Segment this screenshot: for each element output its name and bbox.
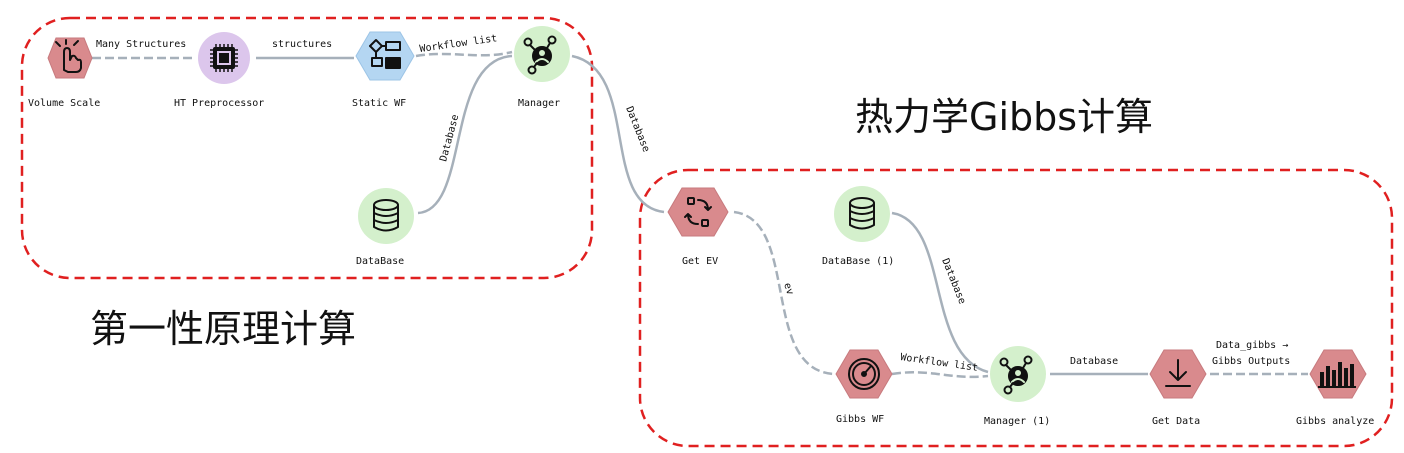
edge-label-database-bottom: Database (1070, 356, 1118, 367)
node-manager[interactable]: Manager (514, 26, 570, 109)
database-icon (849, 197, 875, 230)
edge-database-to-manager[interactable] (417, 54, 513, 215)
node-get-ev[interactable]: Get EV (667, 187, 729, 267)
node-label: Manager (518, 98, 560, 109)
node-label: Gibbs WF (836, 414, 884, 425)
edge-label-ev: ev (781, 282, 795, 297)
edge-label-workflow-list-top: Workflow list (419, 33, 498, 55)
node-manager-1[interactable]: Manager (1) (984, 346, 1050, 427)
edge-gibbswf-to-manager1[interactable] (891, 371, 989, 379)
node-label: Get EV (682, 256, 718, 267)
download-icon (1165, 359, 1191, 387)
node-gibbs-wf[interactable]: Gibbs WF (835, 349, 893, 425)
hand-pointer-icon (55, 39, 82, 73)
node-get-data[interactable]: Get Data (1149, 349, 1207, 427)
bar-chart-icon (1318, 362, 1356, 388)
cpu-chip-icon (210, 44, 238, 72)
edge-manager-to-getev[interactable] (571, 54, 665, 214)
node-label: DataBase (356, 256, 404, 267)
edge-label-database-right: Database (623, 105, 651, 154)
edge-static-to-manager[interactable] (415, 50, 513, 58)
node-label: Gibbs analyze (1296, 416, 1374, 427)
node-database-1[interactable]: DataBase (1) (822, 186, 894, 267)
node-volume-scale[interactable]: Volume Scale (28, 37, 100, 109)
group-box-gibbs (638, 168, 1394, 448)
edge-label-structures: structures (272, 39, 332, 50)
user-network-icon (523, 35, 557, 75)
refresh-icon (684, 197, 712, 227)
edge-database1-to-manager1[interactable] (891, 211, 989, 374)
edges (92, 50, 1308, 379)
node-label: HT Preprocessor (174, 98, 264, 109)
node-label: Get Data (1152, 416, 1200, 427)
node-gibbs-analyze[interactable]: Gibbs analyze (1296, 349, 1374, 427)
flowchart-icon (369, 39, 401, 69)
edge-label-gibbs-outputs: Gibbs Outputs (1212, 356, 1290, 367)
edge-label-data-gibbs: Data_gibbs → (1216, 340, 1288, 351)
group-box-first-principles (20, 16, 594, 280)
node-label: Static WF (352, 98, 406, 109)
gauge-icon (848, 358, 880, 390)
node-label: Volume Scale (28, 98, 100, 109)
user-network-icon (999, 355, 1033, 395)
node-database[interactable]: DataBase (356, 188, 414, 267)
edge-label-database-mid: Database (939, 257, 967, 306)
group-title-first-principles: 第一性原理计算 (90, 307, 356, 351)
edge-label-many-structures: Many Structures (96, 39, 186, 50)
node-label: DataBase (1) (822, 256, 894, 267)
node-label: Manager (1) (984, 416, 1050, 427)
database-icon (373, 199, 399, 232)
node-ht-preprocessor[interactable]: HT Preprocessor (174, 32, 264, 109)
edge-label-workflow-list-bottom: Workflow list (900, 352, 979, 374)
node-static-wf[interactable]: Static WF (352, 31, 415, 109)
group-title-gibbs: 热力学Gibbs计算 (855, 95, 1153, 139)
